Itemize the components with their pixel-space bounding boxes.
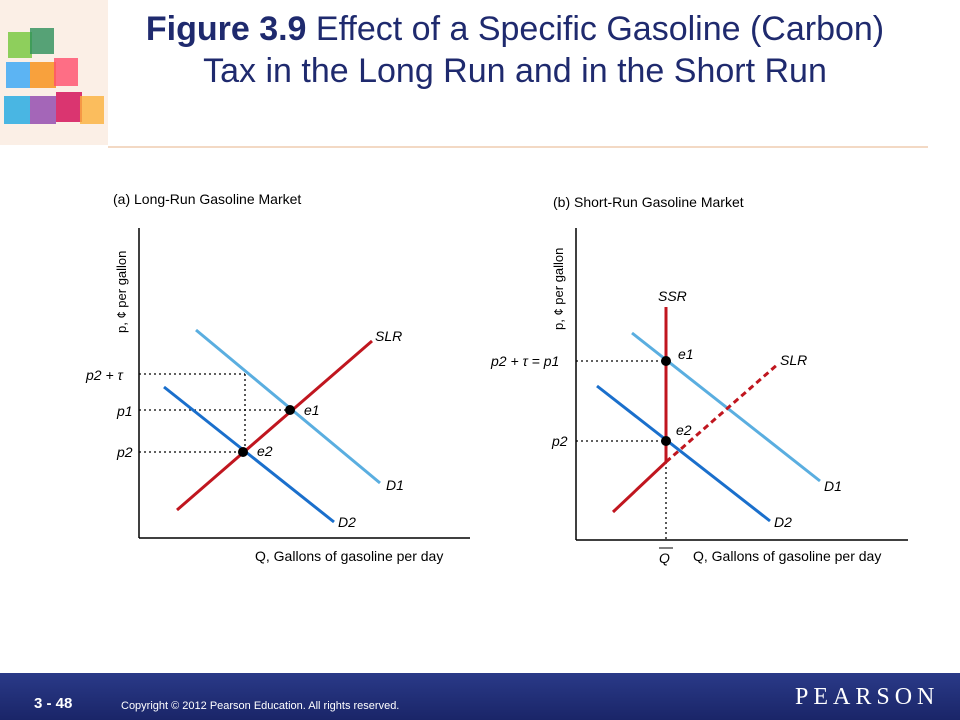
decorative-cubes-image bbox=[0, 0, 108, 145]
panel-b-supply-slr-dashed bbox=[665, 362, 779, 464]
panel-a-label-d1: D1 bbox=[386, 477, 404, 493]
panel-b-point-e1 bbox=[661, 356, 671, 366]
panel-a-label-p2-tau: p2 + τ bbox=[85, 367, 124, 383]
panel-a-point-e1 bbox=[285, 405, 295, 415]
panel-b-label-d2: D2 bbox=[774, 514, 792, 530]
copyright-notice: Copyright © 2012 Pearson Education. All … bbox=[121, 700, 400, 712]
panel-b-x-axis-label: Q, Gallons of gasoline per day bbox=[693, 548, 882, 564]
panel-b-diagram: p2 + τ = p1 p2 SSR SLR D1 D2 e1 e2 Q bbox=[490, 228, 908, 566]
panel-a-label-e1: e1 bbox=[304, 402, 320, 418]
panel-a-title: (a) Long-Run Gasoline Market bbox=[113, 191, 302, 207]
panel-b-demand-d2 bbox=[596, 384, 771, 523]
panel-a-label-d2: D2 bbox=[338, 514, 356, 530]
panel-b-label-q: Q bbox=[659, 550, 670, 566]
panel-a-supply-slr bbox=[176, 339, 373, 512]
publisher-logo: PEARSON bbox=[795, 684, 940, 710]
panel-b-label-e2: e2 bbox=[676, 422, 692, 438]
panel-a-diagram: p2 + τ p1 p2 SLR D1 D2 e1 e2 bbox=[85, 228, 470, 539]
panel-b-title: (b) Short-Run Gasoline Market bbox=[553, 194, 744, 210]
panel-a-point-e2 bbox=[238, 447, 248, 457]
panel-a-label-p1: p1 bbox=[116, 403, 133, 419]
panel-b-label-d1: D1 bbox=[824, 478, 842, 494]
panel-b-point-e2 bbox=[661, 436, 671, 446]
slide-title: Figure 3.9 Effect of a Specific Gasoline… bbox=[130, 8, 900, 92]
figure-label: Figure 3.9 bbox=[145, 10, 307, 48]
panel-b-label-p2-tau-p1: p2 + τ = p1 bbox=[490, 353, 559, 369]
footer-bar: 3 - 48 Copyright © 2012 Pearson Educatio… bbox=[0, 673, 960, 720]
panel-b-supply-slr-lower bbox=[611, 460, 668, 514]
panel-a-label-p2: p2 bbox=[116, 444, 133, 460]
panel-b-label-slr: SLR bbox=[780, 352, 807, 368]
figure-title-text: Effect of a Specific Gasoline (Carbon) T… bbox=[203, 10, 885, 90]
panel-b-label-ssr: SSR bbox=[658, 288, 687, 304]
panel-a-label-e2: e2 bbox=[257, 443, 273, 459]
panel-b-label-e1: e1 bbox=[678, 346, 694, 362]
slide-number: 3 - 48 bbox=[34, 695, 73, 712]
panel-b-label-p2: p2 bbox=[551, 433, 568, 449]
panel-a-label-slr: SLR bbox=[375, 328, 402, 344]
panel-a-demand-d2 bbox=[163, 385, 335, 524]
title-divider bbox=[108, 146, 928, 148]
panel-a-x-axis-label: Q, Gallons of gasoline per day bbox=[255, 548, 444, 564]
